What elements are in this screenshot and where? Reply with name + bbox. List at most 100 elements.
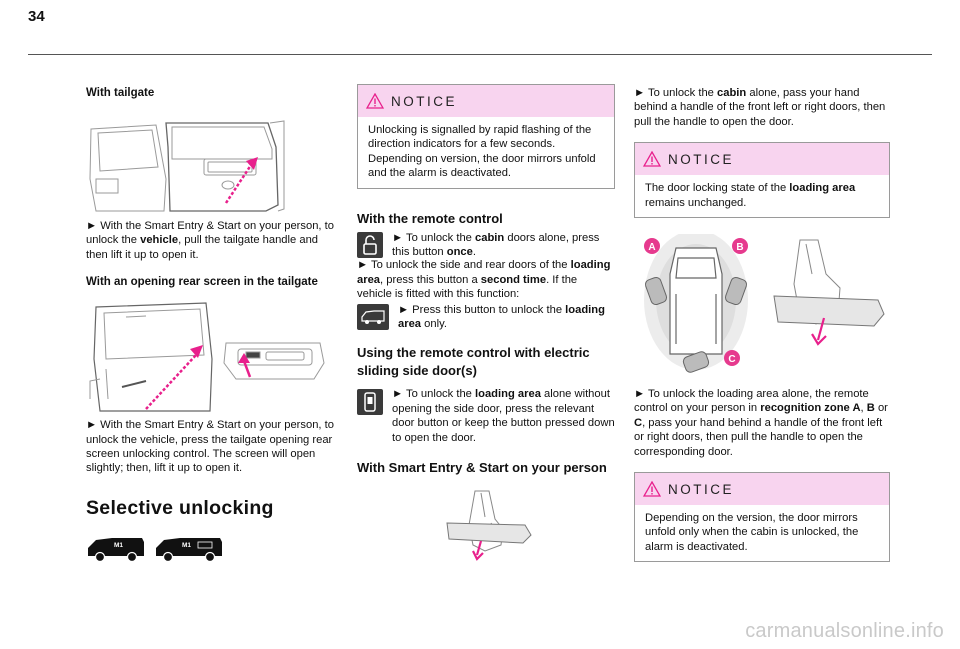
van-long-label: M1: [182, 542, 191, 549]
text-run: ► Press this button to unlock the: [398, 303, 566, 316]
van-rear-unlock-icon: [357, 303, 389, 330]
header-rule: [28, 54, 932, 55]
notice-box-mirrors: NOTICE Depending on the version, the doo…: [634, 472, 890, 563]
text-run: ► To unlock the side and rear doors of t…: [357, 259, 571, 272]
text-run: .: [472, 246, 476, 259]
warning-triangle-icon: [366, 93, 384, 109]
notice-box-unlocking: NOTICE Unlocking is signalled by rapid f…: [357, 84, 615, 189]
text-run: alone, pass your hand behind a handle of…: [634, 87, 886, 128]
text-run: , pass your hand behind a handle of the …: [634, 416, 883, 458]
zone-b-marker: [732, 238, 748, 255]
bold-text: once: [446, 246, 473, 259]
text-run: doors alone, press this button: [392, 231, 600, 259]
warning-triangle-icon: [643, 481, 661, 497]
text-run: ►: [86, 220, 101, 232]
notice-text: Depending on the version, the door mirro…: [645, 512, 859, 553]
notice-box-locking-state: NOTICE The door locking state of the loa…: [634, 142, 890, 219]
paragraph-remote-loading-only: ► Press this button to unlock the loadin…: [398, 303, 615, 332]
heading-rear-screen: With an opening rear screen in the tailg…: [86, 276, 318, 289]
van-short-label: M1: [114, 542, 123, 549]
van-long-icon: [156, 537, 222, 556]
column-right: ► To unlock the cabin alone, pass your h…: [634, 86, 890, 563]
paragraph-loading-zones: ► To unlock the loading area alone, the …: [634, 387, 890, 459]
warning-triangle-icon: [643, 151, 661, 167]
notice-body: The door locking state of the loading ar…: [635, 175, 889, 217]
bold-text: cabin: [717, 87, 747, 99]
pull-arrow-icon: [224, 164, 253, 204]
page-number: 34: [28, 8, 45, 25]
notice-text: The door locking state of the loading ar…: [645, 181, 881, 210]
paragraph-remote-cabin: ► To unlock the cabin doors alone, press…: [392, 231, 615, 260]
remote-loading-row: ► Press this button to unlock the loadin…: [357, 303, 615, 332]
key-fob-a-icon: [644, 276, 668, 306]
notice-text: Unlocking is signalled by rapid flashing…: [368, 124, 596, 180]
notice-body: Unlocking is signalled by rapid flashing…: [358, 117, 614, 188]
key-fob-c-icon: [682, 351, 710, 373]
heading-with-tailgate: With tailgate: [86, 87, 155, 99]
tailgate-handle-illustration: [89, 120, 285, 212]
notice-header: NOTICE: [635, 473, 889, 506]
bold-text: loading area: [789, 182, 856, 195]
bold-text: C: [634, 416, 643, 429]
bold-text: loading area: [398, 303, 605, 331]
paragraph-rear-screen: ► With the Smart Entry & Start on your p…: [86, 419, 334, 475]
notice-title: NOTICE: [668, 481, 735, 497]
column-middle: NOTICE Unlocking is signalled by rapid f…: [357, 84, 615, 569]
text-run: , pull the tailgate handle and then lift…: [86, 234, 319, 261]
text-run: With the Smart Entry & Start on your per…: [86, 220, 334, 247]
bold-text: loading area: [357, 259, 611, 286]
hand-arrow-icon: [472, 540, 484, 561]
heading-smart-entry: With Smart Entry & Start on your person: [357, 460, 607, 476]
text-run: The door locking state of the: [645, 182, 790, 195]
bold-text: second time: [480, 273, 547, 286]
heading-remote-control: With the remote control: [357, 210, 503, 226]
heading-electric-sliding: Using the remote control with electric s…: [357, 345, 590, 379]
text-run: alone without opening the side door, pre…: [392, 388, 615, 444]
van-short-icon: [88, 537, 144, 556]
text-run: ► To unlock the: [392, 231, 476, 244]
text-run: . If the vehicle is fitted with this fun…: [357, 273, 578, 301]
paragraph-cabin-smart: ► To unlock the cabin alone, pass your h…: [634, 86, 890, 129]
text-run: ► To unlock the: [634, 87, 718, 99]
paragraph-electric: ► To unlock the loading area alone witho…: [392, 387, 615, 445]
bold-text: recognition zone A: [760, 402, 861, 415]
press-arrow-icon: [238, 353, 250, 364]
text-run: , press this button a: [380, 273, 481, 286]
watermark: carmanualsonline.info: [745, 620, 944, 642]
hand-handle-illustration: [446, 490, 532, 561]
van-silhouettes: M1 M1: [88, 537, 222, 562]
zone-a-label: A: [648, 242, 655, 253]
text-run: ► To unlock the: [392, 388, 476, 401]
text-run: ► To unlock the loading area alone, the …: [634, 388, 869, 415]
notice-title: NOTICE: [668, 151, 735, 167]
text-run: or: [874, 402, 888, 415]
bold-text: cabin: [475, 231, 505, 244]
text-run: remains unchanged.: [645, 196, 747, 209]
recognition-zones-illustration: A B C: [644, 234, 885, 373]
lift-arrow-icon: [190, 345, 203, 359]
bold-text: B: [866, 402, 875, 415]
text-run: only.: [421, 318, 447, 331]
column-left: With tailgate ► With the Smart Entry & S…: [86, 80, 341, 564]
notice-header: NOTICE: [358, 85, 614, 117]
unlock-padlock-icon: [357, 231, 383, 258]
zone-c-marker: [724, 350, 740, 367]
remote-cabin-row: ► To unlock the cabin doors alone, press…: [357, 231, 615, 260]
bold-text: vehicle: [140, 234, 179, 247]
notice-header: NOTICE: [635, 143, 889, 176]
electric-door-row: ► To unlock the loading area alone witho…: [357, 388, 615, 445]
zone-b-label: B: [736, 242, 743, 253]
paragraph-tailgate: ► With the Smart Entry & Start on your p…: [86, 219, 341, 262]
key-fob-b-icon: [724, 276, 748, 306]
notice-body: Depending on the version, the door mirro…: [635, 505, 889, 561]
sliding-door-icon: [357, 389, 383, 416]
section-title-selective-unlocking: Selective unlocking: [86, 496, 274, 519]
notice-title: NOTICE: [391, 93, 458, 109]
text-run: ,: [860, 402, 867, 415]
bold-text: loading area: [475, 388, 541, 401]
rear-screen-illustration: [89, 302, 325, 412]
zone-c-label: C: [728, 354, 735, 365]
zone-a-marker: [644, 238, 660, 255]
paragraph-remote-loading: ► To unlock the side and rear doors of t…: [357, 258, 615, 301]
hand-arrow-icon: [811, 317, 827, 346]
